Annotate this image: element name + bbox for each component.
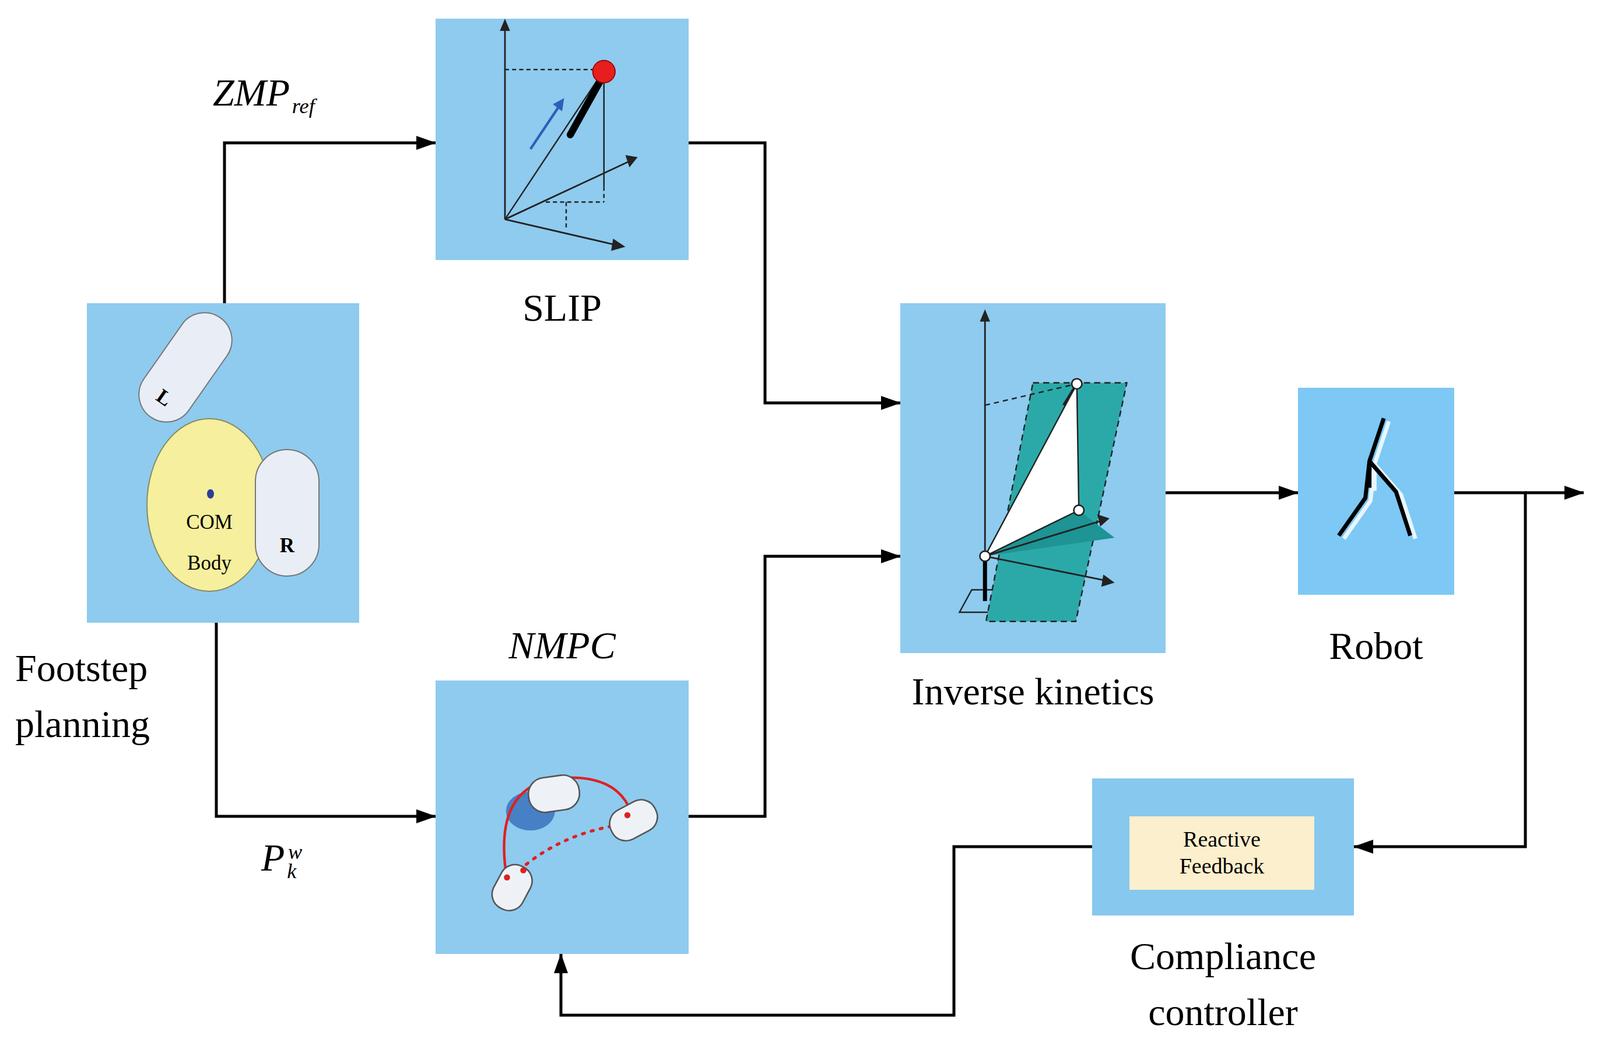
ik-illustration	[900, 303, 1166, 654]
block-box: Robot	[1297, 387, 1455, 595]
block-caption: NMPC	[435, 617, 689, 674]
signal-label: P k w	[261, 838, 303, 877]
block-caption: SLIP	[435, 279, 689, 336]
caption-holder: SLIP	[435, 279, 689, 336]
robot-illustration	[1297, 387, 1455, 595]
nmpc-illustration	[435, 680, 689, 954]
flow-arrow	[1165, 491, 1298, 495]
caption-holder: NMPC	[435, 617, 689, 674]
block-box: Footstep planningLCOM BodyR	[86, 303, 360, 623]
output-arrow	[1525, 491, 1584, 495]
body-ellipse: COM Body	[146, 418, 273, 592]
block-box: Inverse kinetics	[900, 303, 1166, 654]
block-caption: Robot	[1288, 618, 1464, 675]
caption-holder: Compliance controller	[1100, 928, 1346, 1040]
caption-holder: Inverse kinetics	[852, 663, 1214, 720]
block-box: NMPC	[435, 680, 689, 954]
node-text: R	[279, 533, 295, 559]
block-caption: Compliance controller	[1100, 928, 1346, 1040]
caption-holder: Robot	[1288, 618, 1464, 675]
node-text: COM Body	[177, 502, 242, 584]
node-text: Reactive Feedback	[1158, 826, 1287, 880]
flow-arrow	[688, 556, 901, 817]
foot-pill: L	[127, 300, 244, 434]
block-caption: Footstep planning	[15, 640, 208, 752]
flow-arrow	[216, 622, 436, 817]
block-box: Compliance controllerReactive Feedback	[1092, 778, 1354, 916]
flow-arrow	[688, 142, 901, 403]
slip-illustration	[435, 18, 689, 261]
block-caption: Inverse kinetics	[852, 663, 1214, 720]
flow-arrow	[224, 142, 436, 304]
inner-box: Reactive Feedback	[1129, 816, 1315, 890]
caption-holder: Footstep planning	[15, 640, 208, 752]
signal-label: ZMP ref	[212, 73, 315, 112]
block-box: SLIP	[435, 18, 689, 261]
foot-pill: R	[254, 448, 320, 577]
node-text: L	[151, 384, 177, 413]
